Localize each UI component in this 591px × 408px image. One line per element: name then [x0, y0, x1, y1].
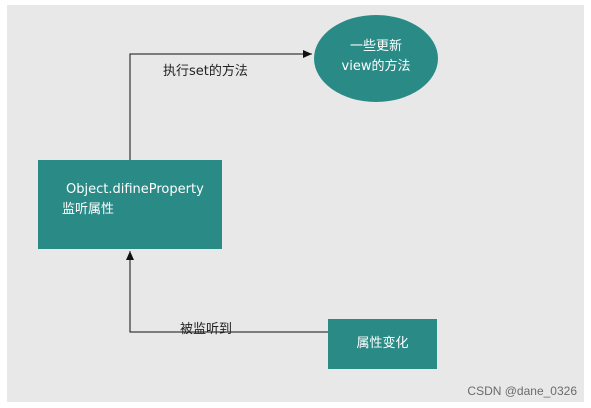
node-update-line1: 一些更新: [349, 39, 402, 54]
edge-change-to-main: [126, 251, 328, 333]
watermark: CSDN @dane_0326: [467, 384, 577, 398]
edge-label-exec-set: 执行set的方法: [163, 64, 248, 79]
node-object-define-property: Object.difineProperty 监听属性: [38, 160, 222, 249]
node-property-change: 属性变化: [328, 319, 437, 369]
node-main-line2: 监听属性: [62, 202, 115, 217]
node-main-line1: Object.difineProperty: [66, 182, 204, 197]
node-update-view: 一些更新 view的方法: [314, 15, 438, 102]
node-update-line2: view的方法: [341, 59, 411, 74]
edge-main-to-update: [129, 50, 312, 160]
edge-label-observed: 被监听到: [180, 322, 233, 337]
